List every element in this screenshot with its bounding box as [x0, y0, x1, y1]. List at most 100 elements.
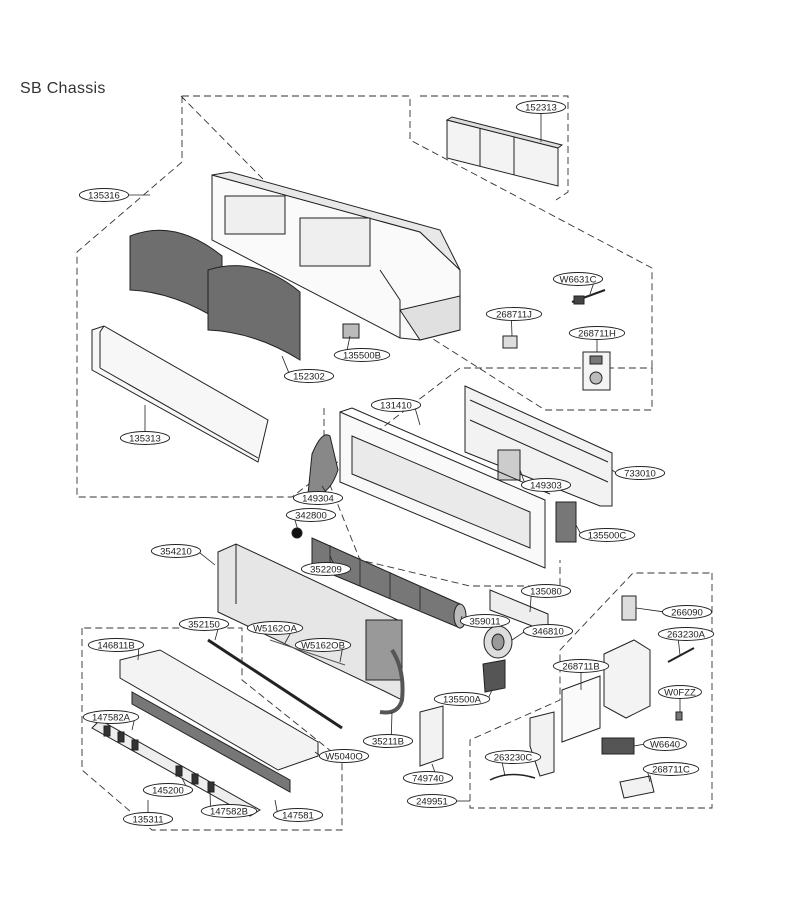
callout-ellipse-145200: [142, 783, 194, 797]
part-callout-263230C: 263230C: [484, 750, 542, 764]
leader-263230A: [677, 640, 681, 656]
part-code-W5162OB: W5162OB: [301, 640, 345, 651]
callout-ellipse-266090: [661, 605, 713, 619]
part-code-147581: 147581: [282, 810, 314, 821]
part-drawings: [91, 116, 695, 817]
front-cabinet-drawing: [211, 171, 461, 341]
bracket-b-drawing: [342, 323, 360, 339]
part-code-131410: 131410: [380, 400, 412, 411]
part-code-266090: 266090: [671, 607, 703, 618]
callout-ellipse-263230C: [484, 750, 542, 764]
part-callout-135080: 135080: [520, 584, 572, 598]
part-code-268711J: 268711J: [496, 309, 532, 320]
callout-ellipse-342800: [285, 508, 337, 522]
part-callout-W5162OA: W5162OA: [246, 621, 304, 635]
motor-holder-drawing: [307, 434, 339, 496]
callout-ellipse-149303: [520, 478, 572, 492]
part-code-346810: 346810: [532, 626, 564, 637]
part-callout-149304: 149304: [292, 491, 344, 505]
part-code-152313: 152313: [525, 102, 557, 113]
part-callout-152302: 152302: [283, 369, 335, 383]
bearing-drawing: [291, 527, 303, 539]
part-code-135080: 135080: [530, 586, 562, 597]
leader-268711J: [511, 320, 513, 337]
leader-342800: [294, 519, 299, 531]
part-callout-266090: 266090: [661, 605, 713, 619]
part-code-147582A: 147582A: [92, 712, 131, 723]
part-callout-146811B: 146811B: [87, 638, 145, 652]
evaporator-drawing: [217, 543, 403, 701]
callout-ellipse-W6640: [643, 737, 687, 751]
callout-ellipse-147582B: [200, 804, 258, 818]
part-callout-147582B: 147582B: [200, 804, 258, 818]
callout-ellipse-268711H: [568, 326, 626, 340]
part-code-W6631C: W6631C: [560, 274, 597, 285]
part-callout-352150: 352150: [178, 617, 230, 631]
part-callout-733010: 733010: [614, 466, 666, 480]
terminal-block-drawing: [601, 737, 635, 755]
fan-motor-drawing: [483, 625, 513, 659]
part-code-352209: 352209: [310, 564, 342, 575]
part-callout-152313: 152313: [515, 100, 567, 114]
part-callout-147581: 147581: [272, 808, 324, 822]
leader-W5040O: [314, 751, 320, 756]
outline-vane-group: [81, 627, 343, 831]
front-panel-drawing: [91, 325, 269, 463]
sensor-a-drawing: [667, 647, 695, 663]
part-code-W5040O: W5040O: [325, 751, 363, 762]
leader-352150: [214, 629, 219, 641]
part-code-135316: 135316: [88, 190, 120, 201]
part-code-733010: 733010: [624, 468, 656, 479]
callout-ellipse-35211B: [362, 734, 414, 748]
part-callout-342800: 342800: [285, 508, 337, 522]
callout-ellipse-135500A: [433, 692, 491, 706]
part-code-249951: 249951: [416, 796, 448, 807]
part-code-749740: 749740: [412, 773, 444, 784]
part-code-W0FZZ: W0FZZ: [664, 687, 696, 698]
leader-266090: [635, 607, 663, 613]
leader-135080: [529, 596, 532, 613]
callout-ellipse-149304: [292, 491, 344, 505]
callout-ellipse-W5162OA: [246, 621, 304, 635]
part-callout-135500C: 135500C: [578, 528, 636, 542]
part-code-147582B: 147582B: [210, 806, 248, 817]
part-callout-135500A: 135500A: [433, 692, 491, 706]
callout-ellipse-147581: [272, 808, 324, 822]
part-callout-135500B: 135500B: [333, 348, 391, 362]
callout-ellipse-W5162OB: [294, 638, 352, 652]
leader-W6631C: [589, 283, 594, 295]
insulation-tube-drawing: [207, 638, 343, 730]
part-code-359011: 359011: [470, 616, 501, 627]
callout-ellipse-152313: [515, 100, 567, 114]
bracket-a-drawing: [482, 659, 506, 693]
callout-ellipse-152302: [283, 369, 335, 383]
part-code-W6640: W6640: [650, 739, 680, 750]
leader-354210: [198, 552, 216, 566]
part-code-W5162OA: W5162OA: [253, 623, 297, 634]
leader-35211B: [390, 711, 393, 735]
part-code-135500B: 135500B: [343, 350, 381, 361]
callout-ellipse-352209: [300, 562, 352, 576]
control-box-drawing: [529, 639, 651, 777]
part-callout-W5162OB: W5162OB: [294, 638, 352, 652]
leader-149304: [321, 485, 327, 493]
part-code-354210: 354210: [160, 546, 192, 557]
part-callout-268711J: 268711J: [485, 307, 543, 321]
callout-ellipse-268711B: [552, 659, 610, 673]
part-callout-145200: 145200: [142, 783, 194, 797]
part-labels: 152313135316W6631C268711J268711H135500B1…: [78, 100, 715, 826]
leader-346810: [511, 631, 525, 641]
sensor-wire-drawing: [269, 639, 346, 666]
outline-control-group: [469, 572, 713, 809]
part-callout-135311: 135311: [122, 812, 174, 826]
chassis-drawing: [339, 407, 551, 569]
part-callout-149303: 149303: [520, 478, 572, 492]
part-code-135500C: 135500C: [588, 530, 627, 541]
diagram-title: SB Chassis: [20, 80, 106, 97]
leader-135500C: [575, 524, 581, 534]
part-callout-35211B: 35211B: [362, 734, 414, 748]
part-callout-135313: 135313: [119, 431, 171, 445]
callout-ellipse-W5040O: [318, 749, 370, 763]
part-callout-263230A: 263230A: [657, 627, 715, 641]
leader-135500B: [346, 335, 351, 350]
